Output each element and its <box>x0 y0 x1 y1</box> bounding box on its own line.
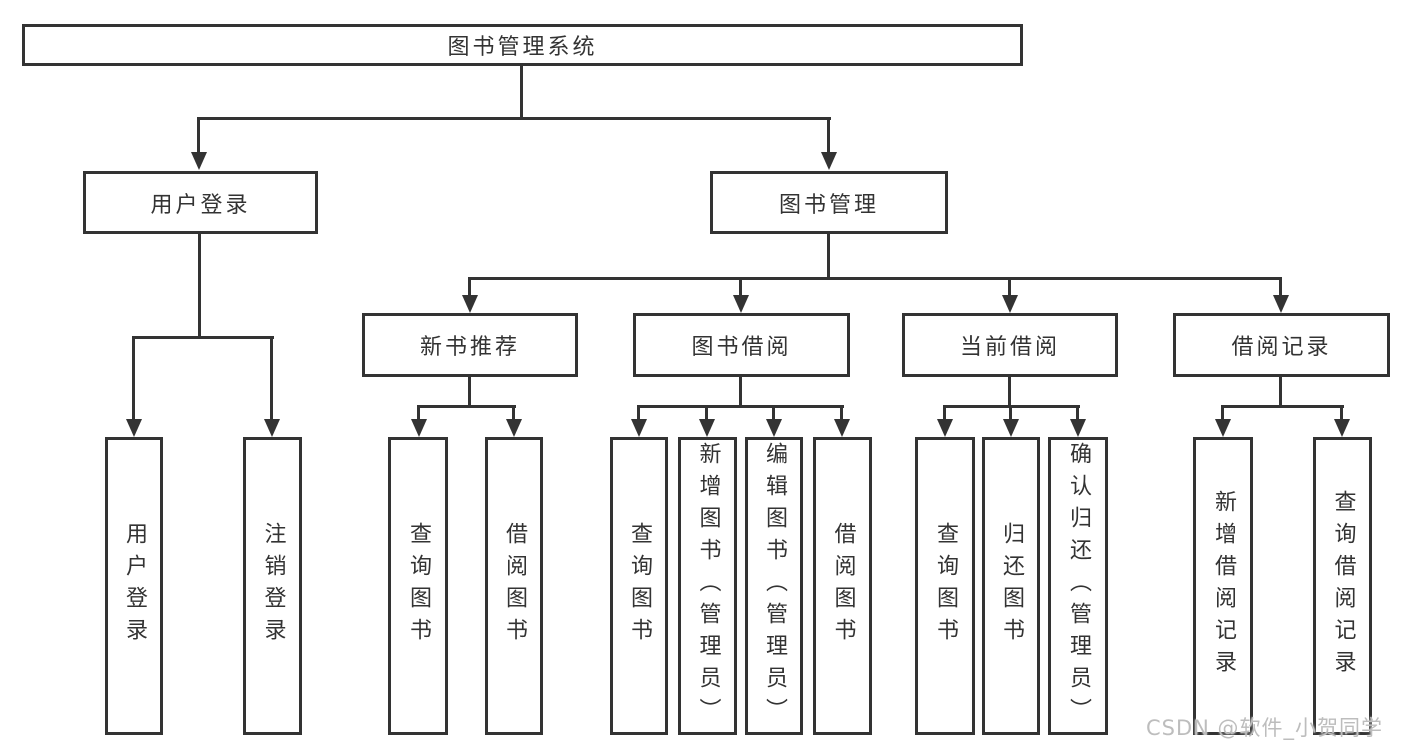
arrow-down-icon <box>631 419 647 437</box>
node-current-borrowing-label: 当前借阅 <box>959 335 1060 360</box>
connector-line <box>840 405 843 421</box>
arrow-down-icon <box>937 419 953 437</box>
arrow-down-icon <box>1334 419 1350 437</box>
connector-line <box>132 336 135 421</box>
leaf-return-books-label: 归还图书 <box>999 522 1024 650</box>
leaf-return-books: 归还图书 <box>982 437 1040 735</box>
leaf-borrow-books: 借阅图书 <box>813 437 872 735</box>
connector-line <box>1221 405 1344 408</box>
node-book-borrowing-label: 图书借阅 <box>691 335 792 360</box>
arrow-down-icon <box>821 152 837 170</box>
leaf-query-books-current-label: 查询图书 <box>933 522 958 650</box>
arrow-down-icon <box>1215 419 1231 437</box>
arrow-down-icon <box>462 295 478 313</box>
leaf-logout-label: 注销登录 <box>260 522 286 650</box>
connector-line <box>739 377 742 408</box>
arrow-down-icon <box>1003 419 1019 437</box>
node-borrow-records-label: 借阅记录 <box>1231 335 1332 360</box>
leaf-add-borrow-record-label: 新增借阅记录 <box>1211 490 1236 682</box>
leaf-add-books-admin: 新增图书（管理员） <box>678 437 737 735</box>
node-new-book-recommend: 新书推荐 <box>362 313 578 377</box>
connector-line <box>468 377 471 408</box>
connector-line <box>197 117 831 120</box>
arrow-down-icon <box>766 419 782 437</box>
leaf-query-books-recommend: 查询图书 <box>388 437 448 735</box>
connector-line <box>772 405 775 421</box>
leaf-query-books-borrowing: 查询图书 <box>610 437 668 735</box>
node-book-management-label: 图书管理 <box>778 192 879 218</box>
leaf-borrow-books-label: 借阅图书 <box>830 522 856 650</box>
connector-line <box>1340 405 1343 421</box>
connector-line <box>705 405 708 421</box>
leaf-query-borrow-record: 查询借阅记录 <box>1313 437 1372 735</box>
leaf-borrow-books-recommend: 借阅图书 <box>485 437 543 735</box>
connector-line <box>270 336 273 421</box>
connector-line <box>637 405 844 408</box>
arrow-down-icon <box>834 419 850 437</box>
arrow-down-icon <box>264 419 280 437</box>
node-book-borrowing: 图书借阅 <box>633 313 850 377</box>
connector-line <box>827 117 830 154</box>
node-borrow-records: 借阅记录 <box>1173 313 1390 377</box>
leaf-query-books-current: 查询图书 <box>915 437 975 735</box>
leaf-edit-books-admin: 编辑图书（管理员） <box>745 437 803 735</box>
connector-line <box>1009 405 1012 421</box>
connector-line <box>197 117 200 154</box>
node-current-borrowing: 当前借阅 <box>902 313 1118 377</box>
connector-line <box>132 336 274 339</box>
arrow-down-icon <box>1002 295 1018 313</box>
arrow-down-icon <box>126 419 142 437</box>
connector-line <box>1279 377 1282 408</box>
arrow-down-icon <box>506 419 522 437</box>
arrow-down-icon <box>1070 419 1086 437</box>
connector-line <box>1076 405 1079 421</box>
connector-line <box>1008 277 1011 296</box>
node-user-login-label: 用户登录 <box>150 192 251 218</box>
connector-line <box>417 405 420 421</box>
node-book-management: 图书管理 <box>710 171 948 234</box>
arrow-down-icon <box>733 295 749 313</box>
connector-line <box>1279 277 1282 296</box>
leaf-add-books-admin-label: 新增图书（管理员） <box>695 442 721 730</box>
connector-line <box>468 277 1282 280</box>
arrow-down-icon <box>699 419 715 437</box>
leaf-query-borrow-record-label: 查询借阅记录 <box>1330 490 1356 682</box>
node-new-book-recommend-label: 新书推荐 <box>419 335 520 360</box>
leaf-borrow-books-recommend-label: 借阅图书 <box>502 522 527 650</box>
connector-line <box>512 405 515 421</box>
leaf-logout: 注销登录 <box>243 437 302 735</box>
arrow-down-icon <box>1273 295 1289 313</box>
connector-line <box>637 405 640 421</box>
arrow-down-icon <box>411 419 427 437</box>
connector-line <box>198 234 201 337</box>
leaf-user-login: 用户登录 <box>105 437 163 735</box>
leaf-user-login-label: 用户登录 <box>122 522 147 650</box>
leaf-query-books-recommend-label: 查询图书 <box>406 522 431 650</box>
connector-line <box>1008 377 1011 408</box>
connector-line <box>827 234 830 278</box>
leaf-add-borrow-record: 新增借阅记录 <box>1193 437 1253 735</box>
node-user-login: 用户登录 <box>83 171 318 234</box>
connector-line <box>417 405 516 408</box>
csdn-watermark: CSDN @软件_小贺同学 <box>1146 716 1384 740</box>
connector-line <box>739 277 742 296</box>
leaf-edit-books-admin-label: 编辑图书（管理员） <box>762 442 787 730</box>
leaf-query-books-borrowing-label: 查询图书 <box>627 522 652 650</box>
node-root-label: 图书管理系统 <box>447 35 598 60</box>
connector-line <box>943 405 946 421</box>
arrow-down-icon <box>191 152 207 170</box>
connector-line <box>468 277 471 296</box>
leaf-confirm-return-admin-label: 确认归还（管理员） <box>1066 442 1091 730</box>
node-root-system: 图书管理系统 <box>22 24 1023 66</box>
connector-line <box>520 66 523 118</box>
leaf-confirm-return-admin: 确认归还（管理员） <box>1048 437 1108 735</box>
connector-line <box>1221 405 1224 421</box>
